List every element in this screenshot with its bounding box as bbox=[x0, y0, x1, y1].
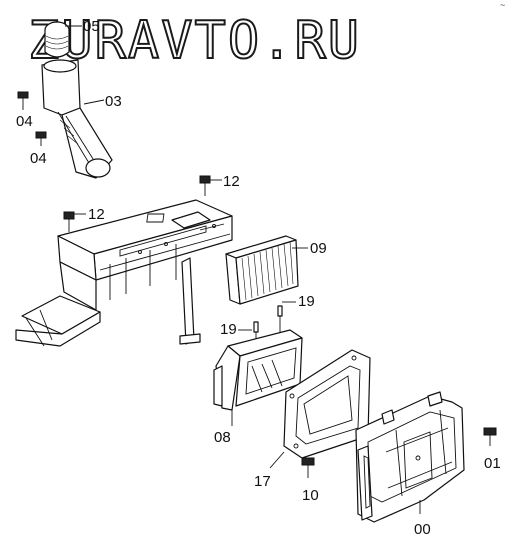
bolt-04-lower bbox=[35, 131, 47, 146]
label-09: 09 bbox=[310, 240, 327, 257]
label-05: 05 bbox=[83, 18, 100, 35]
label-12-left: 12 bbox=[88, 206, 105, 223]
console-bracket-frame bbox=[15, 199, 233, 347]
part-03-intake-duct bbox=[41, 59, 113, 179]
leader-03 bbox=[83, 99, 105, 105]
label-04-lower: 04 bbox=[30, 150, 47, 167]
label-19-left: 19 bbox=[220, 321, 237, 338]
label-19-right: 19 bbox=[298, 293, 315, 310]
label-10: 10 bbox=[302, 487, 319, 504]
corner-mark: ~ bbox=[500, 0, 505, 10]
label-17: 17 bbox=[254, 473, 271, 490]
leader-17 bbox=[269, 451, 285, 469]
label-03: 03 bbox=[105, 93, 122, 110]
label-12-right: 12 bbox=[223, 173, 240, 190]
label-01: 01 bbox=[484, 455, 501, 472]
bolt-04-upper bbox=[17, 91, 29, 110]
part-00-cover bbox=[355, 391, 465, 523]
bolt-12-left bbox=[63, 211, 75, 232]
part-09-filter bbox=[225, 235, 299, 305]
label-04-upper: 04 bbox=[16, 113, 33, 130]
watermark-text: ZURAVTO.RU bbox=[28, 11, 361, 71]
bolt-01 bbox=[483, 427, 497, 446]
bolt-10 bbox=[301, 457, 315, 478]
bolt-12-right bbox=[199, 175, 211, 196]
part-08-housing bbox=[213, 329, 303, 411]
part-05-cap bbox=[44, 21, 70, 58]
label-00: 00 bbox=[414, 521, 431, 538]
label-08: 08 bbox=[214, 429, 231, 446]
